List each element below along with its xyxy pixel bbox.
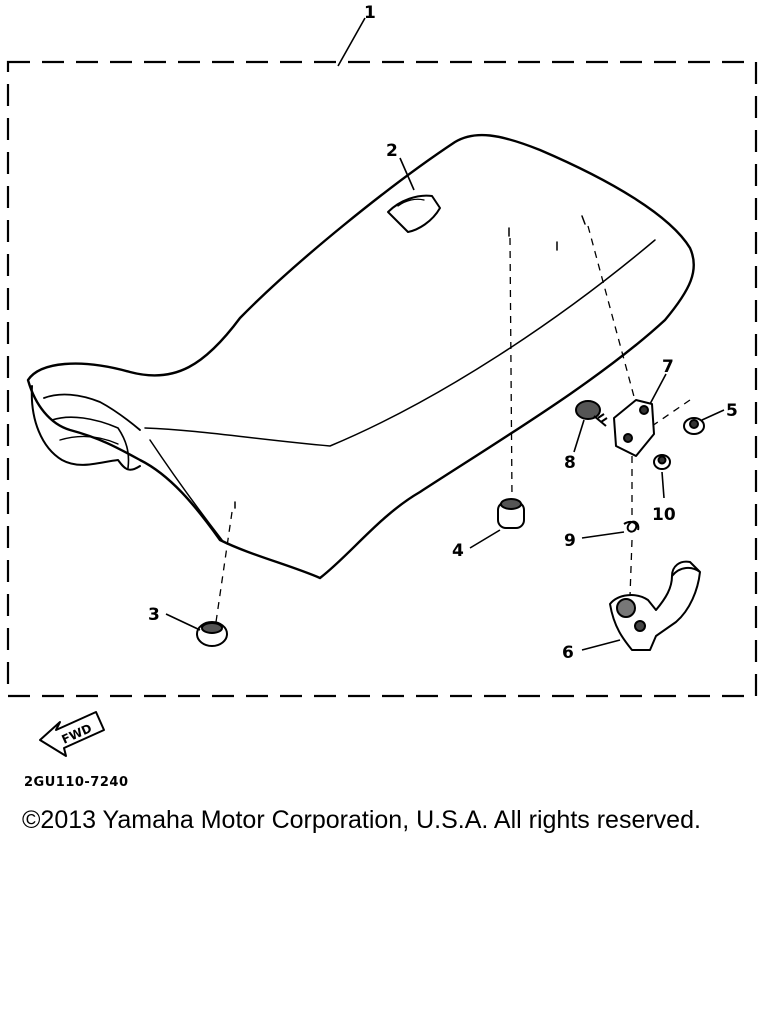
bolt-part-8: [575, 400, 608, 427]
seat-lock-part-6: [609, 560, 701, 651]
copyright-notice: ©2013 Yamaha Motor Corporation, U.S.A. A…: [22, 806, 701, 834]
fwd-arrow-icon: FWD: [39, 711, 105, 757]
nut-part-5: [683, 417, 705, 435]
callout-7: 7: [662, 357, 674, 377]
drawing-code: 2GU110-7240: [24, 775, 129, 790]
spring-part-9: [623, 520, 640, 533]
callout-8: 8: [564, 453, 576, 473]
leader-lines: [165, 17, 725, 651]
damper-part-3: [196, 621, 228, 647]
assembly-boundary: [6, 60, 758, 698]
callout-4: 4: [452, 541, 464, 561]
callout-3: 3: [148, 605, 160, 625]
hook-part-7: [613, 399, 655, 457]
callout-10: 10: [652, 505, 676, 525]
parts-diagram: 1 2 3 4 5 6 7 8 9 10 FWD: [6, 3, 758, 757]
mounting-lines: [215, 225, 691, 623]
callout-2: 2: [386, 141, 398, 161]
callout-9: 9: [564, 531, 576, 551]
damper-part-4: [497, 498, 525, 529]
callout-5: 5: [726, 401, 738, 421]
seat: [26, 133, 695, 580]
callout-6: 6: [562, 643, 574, 663]
nut-part-10: [653, 454, 671, 470]
callout-1: 1: [364, 3, 376, 23]
